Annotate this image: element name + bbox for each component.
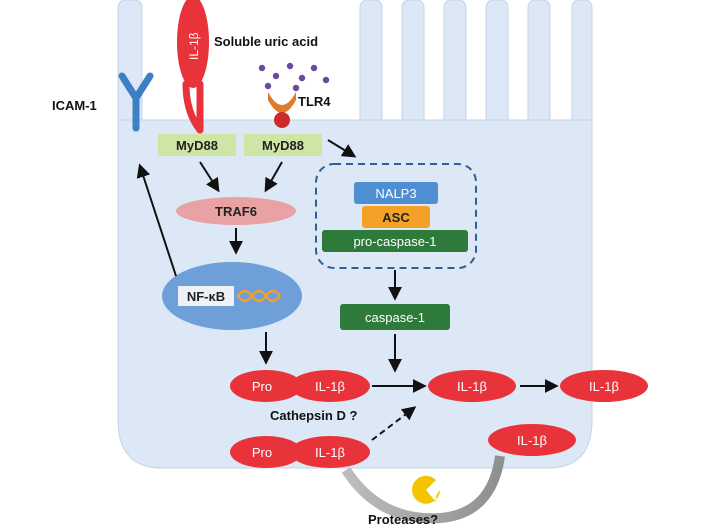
nalp3-box (354, 182, 438, 204)
tlr4-label: TLR4 (298, 94, 331, 109)
il1b-pro-bottom-label: IL-1β (315, 445, 345, 460)
traf6-label: TRAF6 (215, 204, 257, 219)
protease-icon (412, 475, 440, 504)
nfkb-label-box (178, 286, 234, 306)
arrow-myd88-to-inflammasome (327, 139, 357, 158)
myd88-left-label: MyD88 (176, 138, 218, 153)
protease-arc (341, 455, 505, 524)
il1b-extracellular-label: IL-1β (517, 433, 547, 448)
asc-box (362, 206, 430, 228)
il1b-mature-label: IL-1β (457, 379, 487, 394)
traf6-ellipse (176, 197, 296, 225)
arrow-cathepsin-dashed (371, 406, 417, 441)
arrow-nfkb-to-icam1 (136, 163, 177, 277)
proteases-label: Proteases? (368, 512, 438, 527)
dna-helix-icon (237, 289, 281, 303)
icam1-receptor (118, 72, 154, 132)
caspase1-box (340, 304, 450, 330)
icam1-label: ICAM-1 (52, 98, 97, 113)
uric-acid-particles (258, 62, 330, 92)
myd88-right-label: MyD88 (262, 138, 304, 153)
pro-bottom-label: Pro (252, 445, 272, 460)
pro-il1b-bottom (230, 436, 370, 468)
il1b-ligand-label: IL-1β (187, 32, 201, 60)
il1b-mature-ellipse (428, 370, 516, 402)
arrow-myd88-right-to-traf6 (264, 161, 283, 193)
il1b-receptor (177, 0, 209, 134)
asc-label: ASC (382, 210, 410, 225)
myd88-right-box (244, 134, 322, 156)
myd88-left-box (158, 134, 236, 156)
il1b-secreted-label: IL-1β (589, 379, 619, 394)
cathepsin-d-label: Cathepsin D ? (270, 408, 357, 423)
il1b-secreted-ellipse (560, 370, 648, 402)
il1b-extracellular-ellipse (488, 424, 576, 456)
nalp3-label: NALP3 (375, 186, 416, 201)
inflammasome-box (315, 163, 477, 269)
arrow-myd88-left-to-traf6 (199, 161, 220, 193)
pro-il1b-top (230, 370, 370, 402)
pro-top-label: Pro (252, 379, 272, 394)
soluble-uric-acid-label: Soluble uric acid (214, 34, 318, 49)
il1b-pro-top-label: IL-1β (315, 379, 345, 394)
pro-caspase1-label: pro-caspase-1 (353, 234, 436, 249)
nfkb-label: NF-κB (187, 289, 225, 304)
tlr4-receptor (268, 92, 296, 128)
pro-caspase1-box (322, 230, 468, 252)
caspase1-label: caspase-1 (365, 310, 425, 325)
arrows (136, 139, 559, 441)
